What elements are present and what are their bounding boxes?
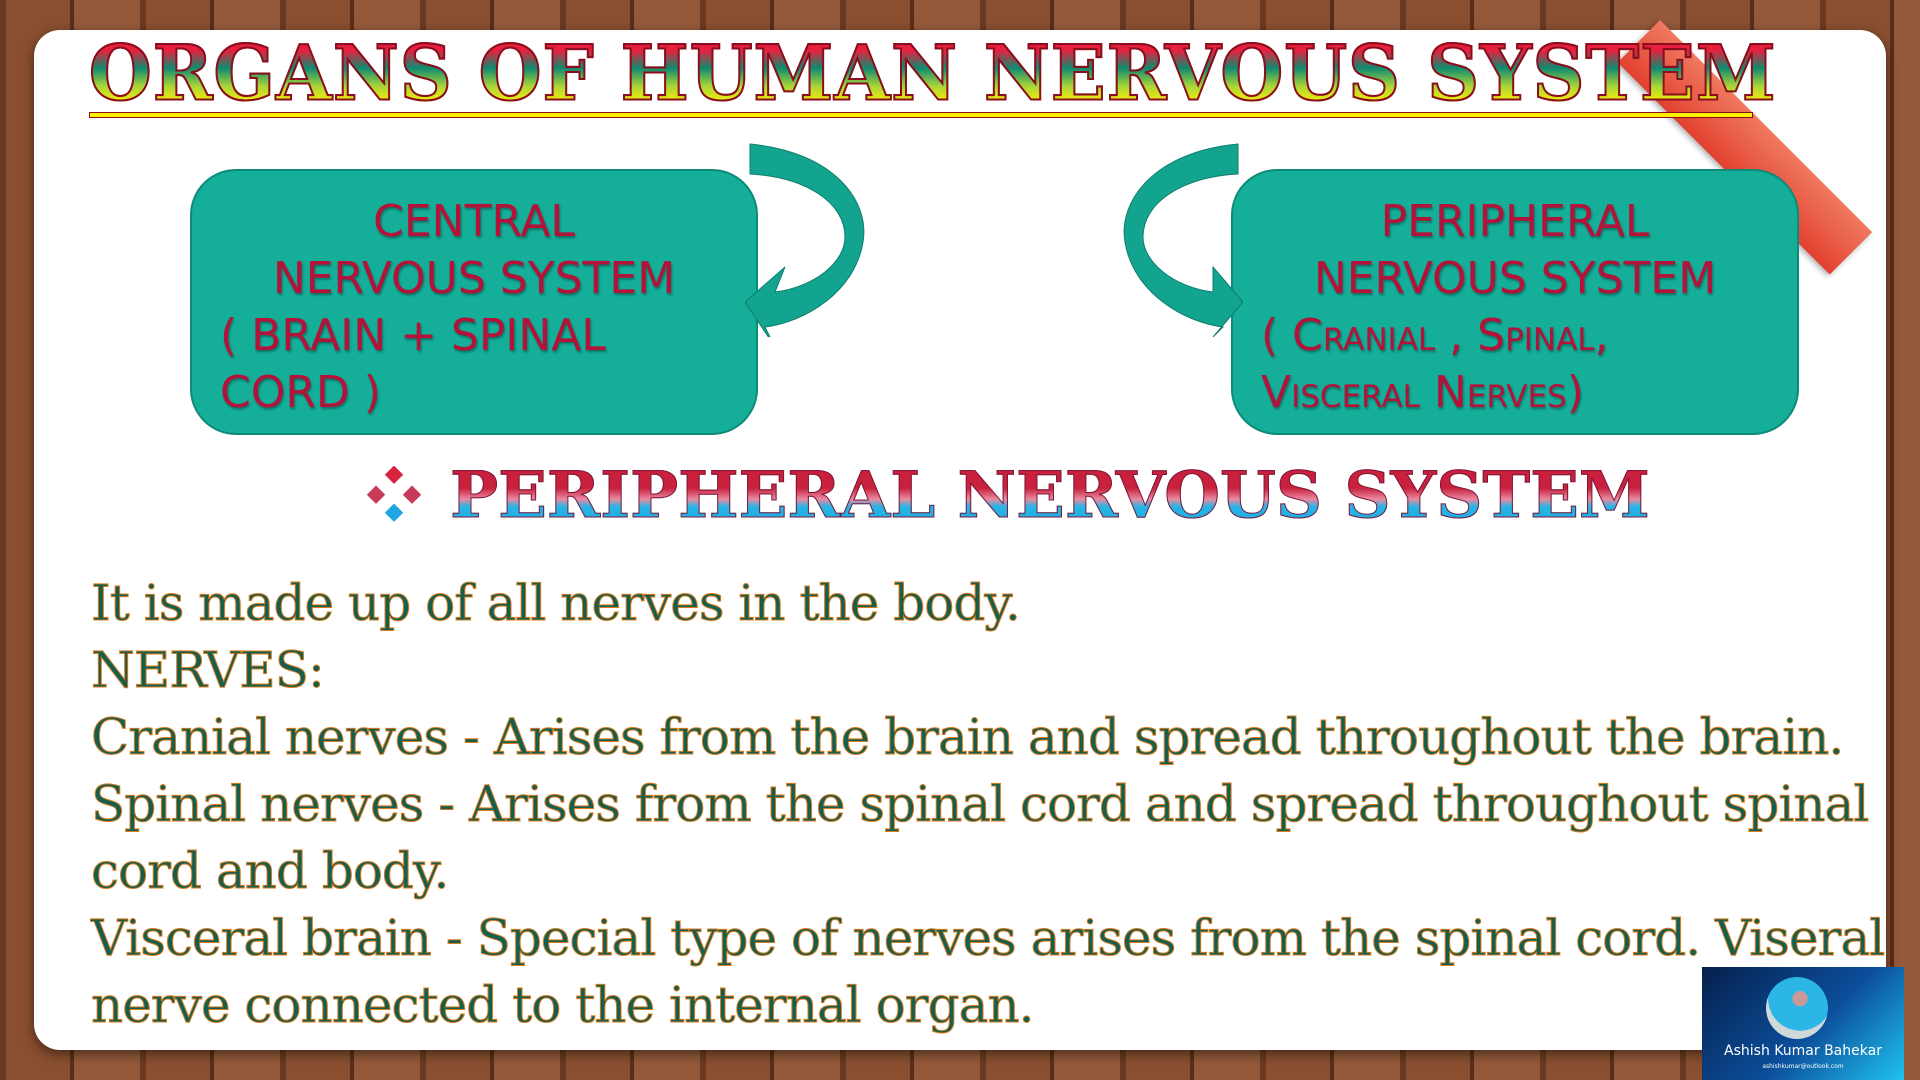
body-line: It is made up of all nerves in the body. xyxy=(91,574,1022,633)
cns-line: CENTRAL xyxy=(373,196,575,247)
title-underline xyxy=(89,112,1753,118)
body-line: cord and body. xyxy=(91,842,450,901)
author-badge: Ashish Kumar Bahekar ashishkumar@outlook… xyxy=(1702,967,1904,1080)
cns-line: ( BRAIN + SPINAL xyxy=(220,310,606,361)
diamond-bullet-icon xyxy=(366,465,422,522)
avatar xyxy=(1766,977,1828,1039)
author-email: ashishkumar@outlook.com xyxy=(1762,1063,1844,1070)
author-name: Ashish Kumar Bahekar xyxy=(1724,1043,1882,1059)
body-line: nerve connected to the internal organ. xyxy=(91,976,1036,1035)
slide-title: ORGANS OF HUMAN NERVOUS SYSTEM xyxy=(88,27,1777,118)
curved-arrow-icon xyxy=(745,143,865,337)
body-line: Visceral brain - Special type of nerves … xyxy=(91,909,1886,968)
cns-line: CORD ) xyxy=(220,367,381,418)
body-line: NERVES: xyxy=(91,641,326,700)
pns-box: PERIPHERAL NERVOUS SYSTEM ( Cranial , Sp… xyxy=(1231,169,1799,435)
body-line: Spinal nerves - Arises from the spinal c… xyxy=(91,775,1870,834)
pns-line: NERVOUS SYSTEM xyxy=(1313,253,1717,304)
pns-line: Visceral Nerves) xyxy=(1261,367,1584,418)
body-text: It is made up of all nerves in the body.… xyxy=(91,570,1886,1039)
pns-line: ( Cranial , Spinal, xyxy=(1261,310,1609,361)
cns-line: NERVOUS SYSTEM xyxy=(272,253,676,304)
curved-arrow-icon xyxy=(1123,143,1243,337)
subheading-text: PERIPHERAL NERVOUS SYSTEM xyxy=(450,458,1651,534)
cns-box: CENTRAL NERVOUS SYSTEM ( BRAIN + SPINAL … xyxy=(190,169,758,435)
body-line: Cranial nerves - Arises from the brain a… xyxy=(91,708,1845,767)
subheading: PERIPHERAL NERVOUS SYSTEM xyxy=(364,458,1651,534)
pns-line: PERIPHERAL xyxy=(1380,196,1650,247)
